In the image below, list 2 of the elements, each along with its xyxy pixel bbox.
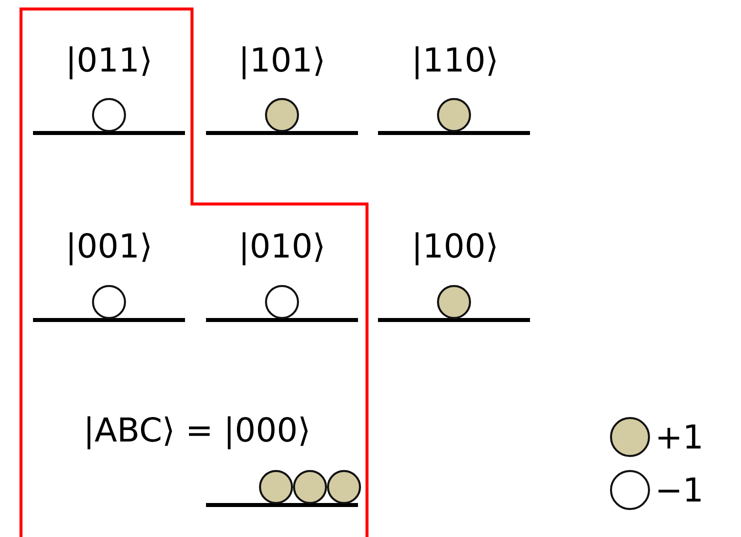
legend-label: +1 [655, 420, 704, 454]
legend-label: −1 [655, 474, 704, 506]
